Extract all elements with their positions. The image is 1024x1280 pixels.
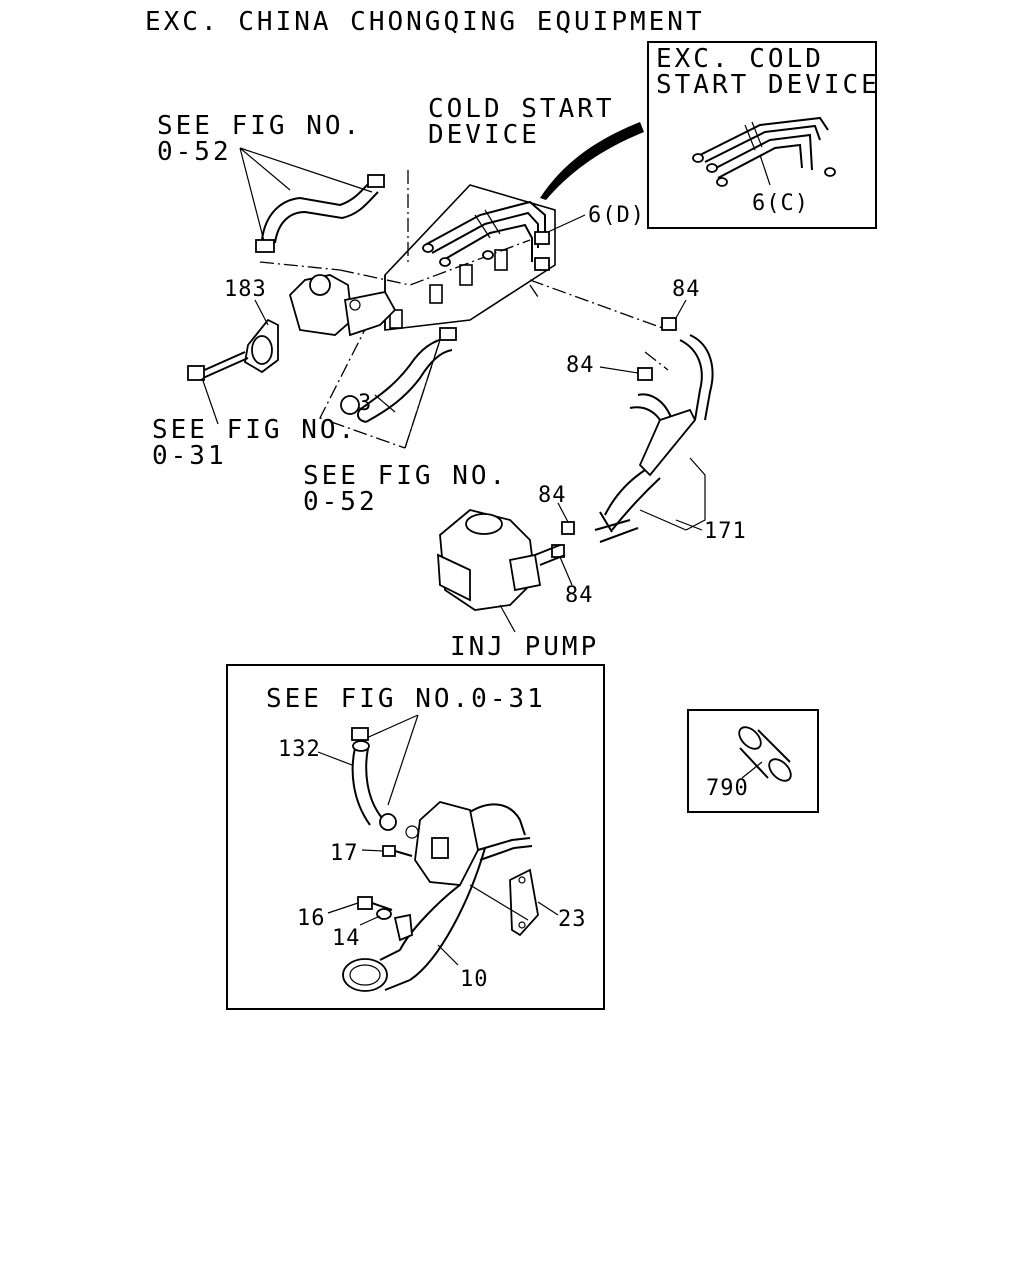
- gasket-23: [509, 868, 539, 937]
- sleeve-790: [738, 726, 792, 782]
- part-label-6c: 6(C): [752, 191, 809, 216]
- hose-clamp-icon: [351, 727, 369, 741]
- thermostat-housing: [288, 274, 397, 337]
- part-label-183: 183: [224, 277, 267, 302]
- leader-see-fig-052-a: [239, 147, 373, 246]
- leader-see-fig-052-b: [404, 339, 441, 449]
- leader-171: [675, 519, 703, 531]
- part-label-17: 17: [330, 841, 359, 866]
- cold-start-pointer: [540, 122, 644, 200]
- hose-clamp-icon: [255, 239, 275, 253]
- part-label-171: 171: [704, 519, 747, 544]
- hose-clamp-84-c: [561, 521, 575, 535]
- page-title: EXC. CHINA CHONGQING EQUIPMENT: [145, 7, 705, 37]
- leader-3: [374, 394, 396, 413]
- part-label-84-b: 84: [566, 353, 595, 378]
- cold-start-label-line1: COLD START: [428, 94, 615, 124]
- upper-water-hose: [255, 174, 385, 253]
- part-label-10: 10: [460, 967, 489, 992]
- leader-171-bracket: [639, 457, 706, 531]
- leader-inj-pump: [499, 604, 516, 633]
- hose-132: [351, 727, 397, 831]
- hose-clamp-icon: [379, 813, 397, 831]
- leader-6d: [547, 214, 586, 233]
- inset-see-fig-label: SEE FIG NO.0-31: [266, 684, 546, 714]
- part-label-6d: 6(D): [588, 203, 645, 228]
- inj-pump-label: INJ PUMP: [450, 632, 599, 662]
- leader-16: [327, 902, 359, 914]
- bracket-183: [244, 318, 279, 374]
- leader-23: [537, 901, 559, 916]
- inset-790-frame: [687, 709, 819, 813]
- see-fig-031-line1: SEE FIG NO.: [152, 415, 357, 445]
- leader-inset-see-fig: [361, 714, 419, 806]
- leader-84-c: [557, 502, 569, 523]
- leader-17: [361, 849, 384, 852]
- fuel-pipe-assembly-6c: [692, 116, 836, 187]
- part-label-16: 16: [297, 906, 326, 931]
- part-label-84-c: 84: [538, 483, 567, 508]
- part-label-790: 790: [706, 776, 749, 801]
- leader-see-fig-031: [201, 377, 219, 425]
- injection-pump: [437, 509, 566, 611]
- hose-clamp-icon: [439, 327, 457, 341]
- part-label-23: 23: [558, 907, 587, 932]
- see-fig-052-b-line1: SEE FIG NO.: [303, 461, 508, 491]
- hose-clamp-icon: [367, 174, 385, 188]
- hose-clamp-84-b: [637, 367, 653, 381]
- hose-171: [594, 334, 714, 543]
- bolt-icon: [187, 351, 249, 381]
- see-fig-031-line2: 0-31: [152, 441, 227, 471]
- part-label-3: 3: [358, 391, 372, 416]
- leader-84-d: [559, 556, 573, 586]
- leader-14: [359, 915, 381, 926]
- see-fig-052-b-line2: 0-52: [303, 487, 378, 517]
- cold-start-label-line2: DEVICE: [428, 120, 540, 150]
- inset-title-line1: EXC. COLD: [656, 44, 824, 74]
- washer-14-icon: [376, 908, 413, 942]
- hose-clamp-84-a: [661, 317, 677, 331]
- leader-84-a: [675, 299, 687, 319]
- leader-84-b: [599, 366, 639, 374]
- fuel-pipe-assembly-6d: [422, 200, 550, 271]
- part-label-132: 132: [278, 737, 321, 762]
- leader-790: [741, 761, 763, 779]
- hose-clamp-icon: [340, 395, 360, 415]
- inset-exc-cold-start: EXC. COLD START DEVICE 6(C): [647, 41, 880, 229]
- see-fig-052-a-line2: 0-52: [157, 137, 232, 167]
- leader-132: [317, 751, 353, 766]
- cylinder-head-body: [384, 184, 556, 331]
- inset-frame: [647, 41, 877, 229]
- inset-bottom-frame: [226, 664, 605, 1010]
- see-fig-052-a-line1: SEE FIG NO.: [157, 111, 362, 141]
- water-hose-3: [340, 327, 457, 423]
- leader-10: [437, 944, 459, 966]
- part-label-14: 14: [332, 926, 361, 951]
- bolt-17-icon: [382, 845, 413, 857]
- part-label-84-d: 84: [565, 583, 594, 608]
- inset-part-790: 790: [687, 709, 819, 813]
- water-outlet-pipe-10: [342, 801, 533, 992]
- leader-23-part: [469, 884, 529, 921]
- bolt-16-icon: [357, 896, 393, 911]
- inset-title-line2: START DEVICE: [656, 70, 880, 100]
- part-label-84-a: 84: [672, 277, 701, 302]
- inset-water-outlet: SEE FIG NO.0-31 132 10: [226, 664, 605, 1010]
- leader-183: [254, 299, 269, 326]
